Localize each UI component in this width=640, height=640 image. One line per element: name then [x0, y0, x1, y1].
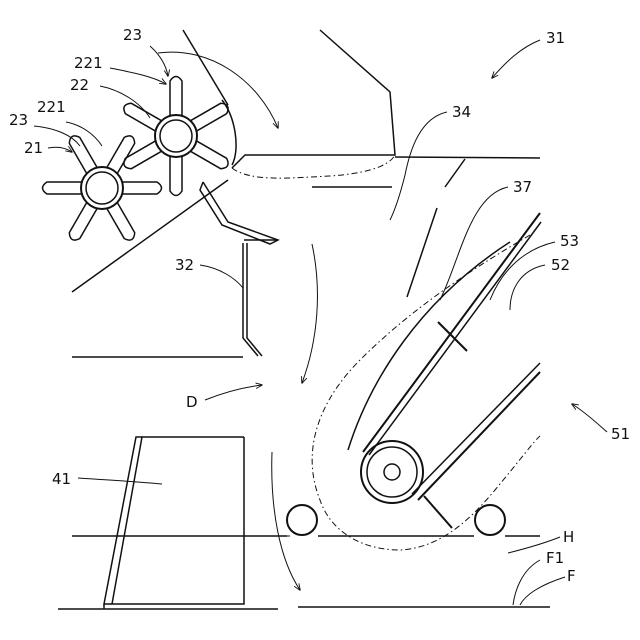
label-23-left: 23 — [9, 111, 28, 129]
label-52: 52 — [551, 256, 570, 274]
label-22: 22 — [70, 76, 89, 94]
label-41: 41 — [52, 470, 71, 488]
reference-labels: 23 221 22 221 23 21 31 34 37 53 52 32 51… — [9, 26, 630, 585]
label-H: H — [563, 528, 574, 546]
label-221-top: 221 — [74, 54, 103, 72]
conveyor-51 — [348, 213, 541, 528]
label-21: 21 — [24, 139, 43, 157]
label-F: F — [567, 567, 576, 585]
flow-arrows — [158, 52, 317, 590]
envelope-dashdot — [312, 235, 540, 550]
rollers — [287, 505, 505, 535]
label-F1: F1 — [546, 549, 564, 567]
label-37: 37 — [513, 178, 532, 196]
label-53: 53 — [560, 232, 579, 250]
container-41 — [104, 437, 244, 609]
feeder-wheel-22 — [121, 77, 230, 196]
label-D: D — [186, 393, 198, 411]
label-221-left: 221 — [37, 98, 66, 116]
label-31: 31 — [546, 29, 565, 47]
feeder-wheel-21 — [43, 133, 162, 242]
label-32: 32 — [175, 256, 194, 274]
label-34: 34 — [452, 103, 471, 121]
guide-plate-32 — [200, 182, 278, 356]
label-51: 51 — [611, 425, 630, 443]
feeder-housing — [222, 100, 236, 165]
label-23-top: 23 — [123, 26, 142, 44]
